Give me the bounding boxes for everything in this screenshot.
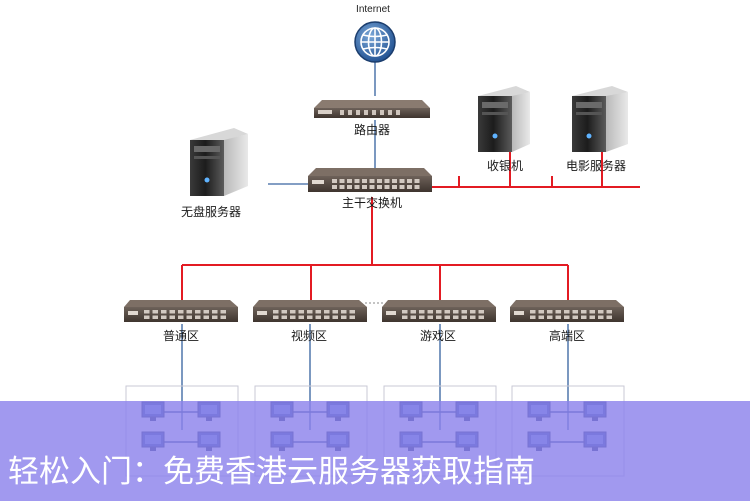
internet-label: Internet <box>356 4 390 15</box>
zone-label-1: 视频区 <box>290 329 328 343</box>
divider-dots <box>365 302 383 304</box>
zone-switch-icon-3 <box>510 300 624 322</box>
cashier-server-icon <box>478 86 530 152</box>
zone-switch-icon-2 <box>382 300 496 322</box>
core-switch-label: 主干交换机 <box>341 196 403 210</box>
zone-switch-icon-1 <box>253 300 367 322</box>
zone-label-0: 普通区 <box>162 329 200 343</box>
core-switch-icon <box>308 168 432 192</box>
movie-server-label: 电影服务器 <box>565 159 627 173</box>
diskless-server-label: 无盘服务器 <box>180 205 242 219</box>
title-banner <box>0 401 750 501</box>
cashier-label: 收银机 <box>486 159 524 173</box>
router-icon <box>314 100 430 118</box>
zone-switch-icon-0 <box>124 300 238 322</box>
blue-links <box>181 60 569 430</box>
red-links <box>181 130 640 300</box>
movie-server-icon <box>572 86 628 152</box>
internet-globe-icon <box>354 21 396 63</box>
zone-label-3: 高端区 <box>548 329 586 343</box>
diskless-server-icon <box>190 128 248 196</box>
banner-title: 轻松入门：免费香港云服务器获取指南 <box>8 454 535 490</box>
router-label: 路由器 <box>353 123 391 137</box>
zone-label-2: 游戏区 <box>419 329 457 343</box>
